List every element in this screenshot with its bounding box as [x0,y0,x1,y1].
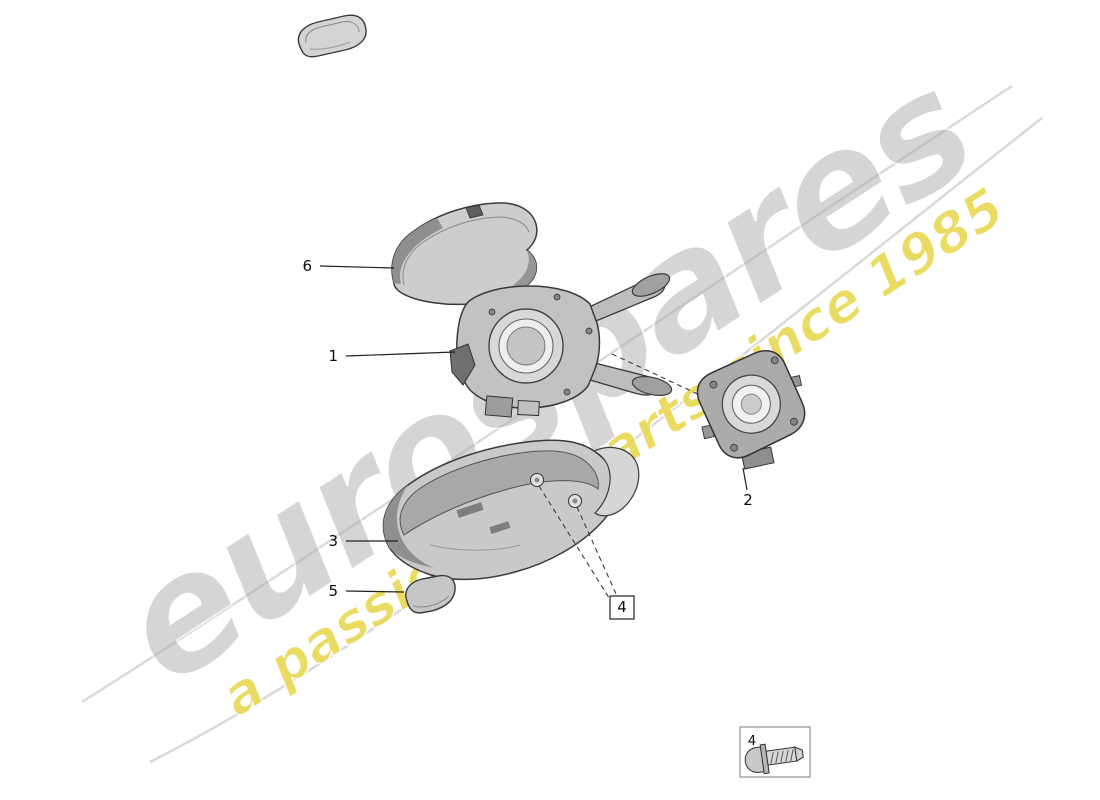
cap-inner-line [305,21,360,44]
screw-boss-a-hole [534,477,540,483]
trim-cap-body [405,574,456,614]
callout-part4-box: 4 [609,595,635,620]
switch-connector-b [517,399,540,417]
screw-dot [730,443,738,452]
screw-thread [780,750,784,763]
screw-icon [744,743,804,775]
screw-thread [770,752,774,764]
part-upper-column-trim [391,202,538,306]
dashed-link-switch-to-clockspring [611,353,705,398]
trim-top-notch [465,204,484,219]
dashed-link-boss-a-to-4 [538,485,612,602]
legend-part4-label: 4 [748,734,756,749]
screw-dot [585,327,593,335]
screw-boss-b-hole [572,498,578,504]
switch-left-lever [449,343,476,386]
screw-thread [785,749,789,762]
trim-rim-line [402,216,530,286]
cap-body [297,14,367,58]
lower-trim-clamp [592,446,640,517]
part-clock-spring [696,350,806,470]
clockspring-bore [740,393,762,415]
screw-dot [709,380,718,389]
screw-thread [775,751,779,764]
lower-stalk-paddle [631,375,673,397]
part-cap-small [297,14,367,58]
callout-part5-label: 5 [328,582,338,600]
cap-shadow-line [309,41,351,50]
callout-part3-label: 3 [328,532,338,550]
screw-dot [488,308,496,316]
callout-part1-label: 1 [328,347,338,365]
lower-trim-rib [429,544,521,551]
lower-trim-cavity [399,450,599,536]
ring-bore [506,326,546,366]
trim-cap-edge [412,595,450,608]
callout-4-frame [609,595,635,620]
leader-line-5 [345,590,405,593]
screw-head [744,746,766,774]
legend-frame [739,726,811,778]
screw-dot [790,417,798,426]
upper-stalk-paddle [631,273,671,297]
dashed-link-boss-b-to-4 [576,506,618,597]
leader-line-2 [742,467,748,491]
part-trim-cap [405,574,456,614]
part-steering-column-switch [449,273,673,418]
switch-connector-a [484,395,514,418]
screw-thread [790,749,794,761]
leader-line-1 [345,351,456,357]
screw-tip [794,746,804,762]
screw-dot [563,388,571,396]
lower-trim-slot-b [489,521,511,534]
lower-trim-slot-a [456,502,484,518]
callout-part4-label: 4 [617,598,627,616]
screw-dot [553,293,561,301]
trim-left-shade [392,218,443,284]
callout-part6-label: 6 [302,257,312,275]
screw-dot [770,356,779,365]
lower-trim-left-shade [383,485,434,568]
leader-line-6 [319,265,395,269]
part-lower-column-trim [382,439,640,581]
swoosh-curve-upper [81,84,1013,704]
fastener-legend: 4 [739,726,811,778]
callout-part2-label: 2 [743,491,753,509]
